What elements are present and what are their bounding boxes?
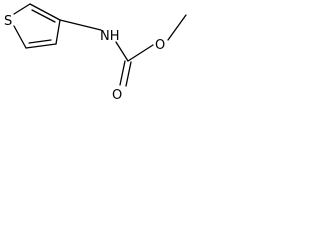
sulfur-atom-label: S <box>4 14 12 29</box>
bond-carbonyl-double-a <box>119 60 126 86</box>
bond-c2-c3-inner <box>31 9 56 23</box>
ether-oxygen-label: O <box>155 38 165 53</box>
bond-n-carbonyl-c <box>115 41 129 62</box>
bond-c4-c5 <box>25 43 57 49</box>
bond-c4-c5-inner <box>28 39 52 44</box>
chemical-structure-diagram: S NH O O <box>4 3 187 103</box>
carbonyl-oxygen-label: O <box>112 88 122 103</box>
bond-c3-n <box>59 19 102 31</box>
bond-carbonyl-double-b <box>125 61 132 87</box>
thiophene-ring <box>13 3 61 49</box>
amine-atom-label: NH <box>100 29 120 44</box>
bond-o-methyl <box>167 14 187 41</box>
bond-c-ether-o <box>127 44 154 62</box>
bond-s-c2 <box>13 3 31 15</box>
carbamate-chain <box>59 14 187 87</box>
bond-c2-c3 <box>29 3 61 21</box>
bond-c3-c4 <box>55 19 61 45</box>
bond-c5-s <box>13 25 27 49</box>
